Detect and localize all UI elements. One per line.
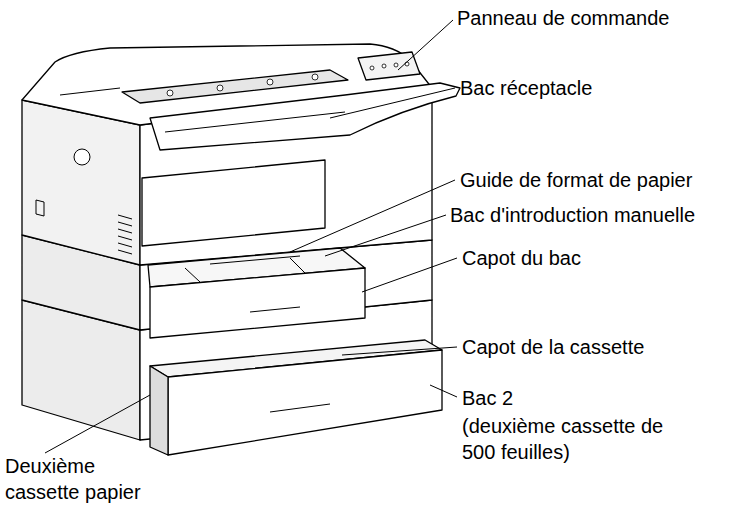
roller: [167, 90, 173, 96]
side-latch: [36, 200, 44, 216]
tray-handle: [250, 307, 300, 312]
leader-line: [325, 215, 446, 256]
part-label: Deuxième cassette papier: [5, 453, 150, 505]
control-panel: [358, 52, 420, 80]
tray-cover-front: [150, 268, 365, 338]
part-label: Bac 2: [462, 385, 513, 411]
roller: [217, 85, 223, 91]
part-label: Capot du bac: [462, 245, 581, 271]
part-label: Guide de format de papier: [460, 167, 692, 193]
leader-line: [342, 347, 457, 355]
leader-line: [290, 180, 455, 252]
leader-line: [330, 88, 455, 118]
roller: [267, 79, 273, 85]
part-label: Capot de la cassette: [462, 334, 644, 360]
output-tray-ridge: [165, 112, 345, 132]
roller: [312, 74, 318, 80]
tray-2-side: [150, 366, 168, 455]
leader-line: [430, 385, 457, 397]
led: [370, 66, 374, 70]
top-edge-detail: [60, 88, 120, 95]
output-tray: [150, 83, 460, 150]
part-label: Bac réceptacle: [460, 75, 592, 101]
leader-line: [398, 20, 453, 70]
part-label: Bac d'introduction manuelle: [450, 202, 695, 228]
knob: [74, 149, 90, 165]
tray-2-handle: [270, 404, 330, 412]
leader-line: [362, 258, 457, 292]
tray-2-front: [168, 350, 442, 455]
vent-slits: [118, 215, 132, 254]
led: [394, 63, 398, 67]
part-label: Panneau de commande: [457, 5, 669, 31]
leader-line: [45, 395, 150, 453]
led: [382, 64, 386, 68]
part-label: (deuxième cassette de 500 feuilles): [462, 413, 677, 465]
body-side: [22, 100, 140, 265]
front-door: [142, 160, 325, 246]
paper-guides: [185, 256, 305, 282]
